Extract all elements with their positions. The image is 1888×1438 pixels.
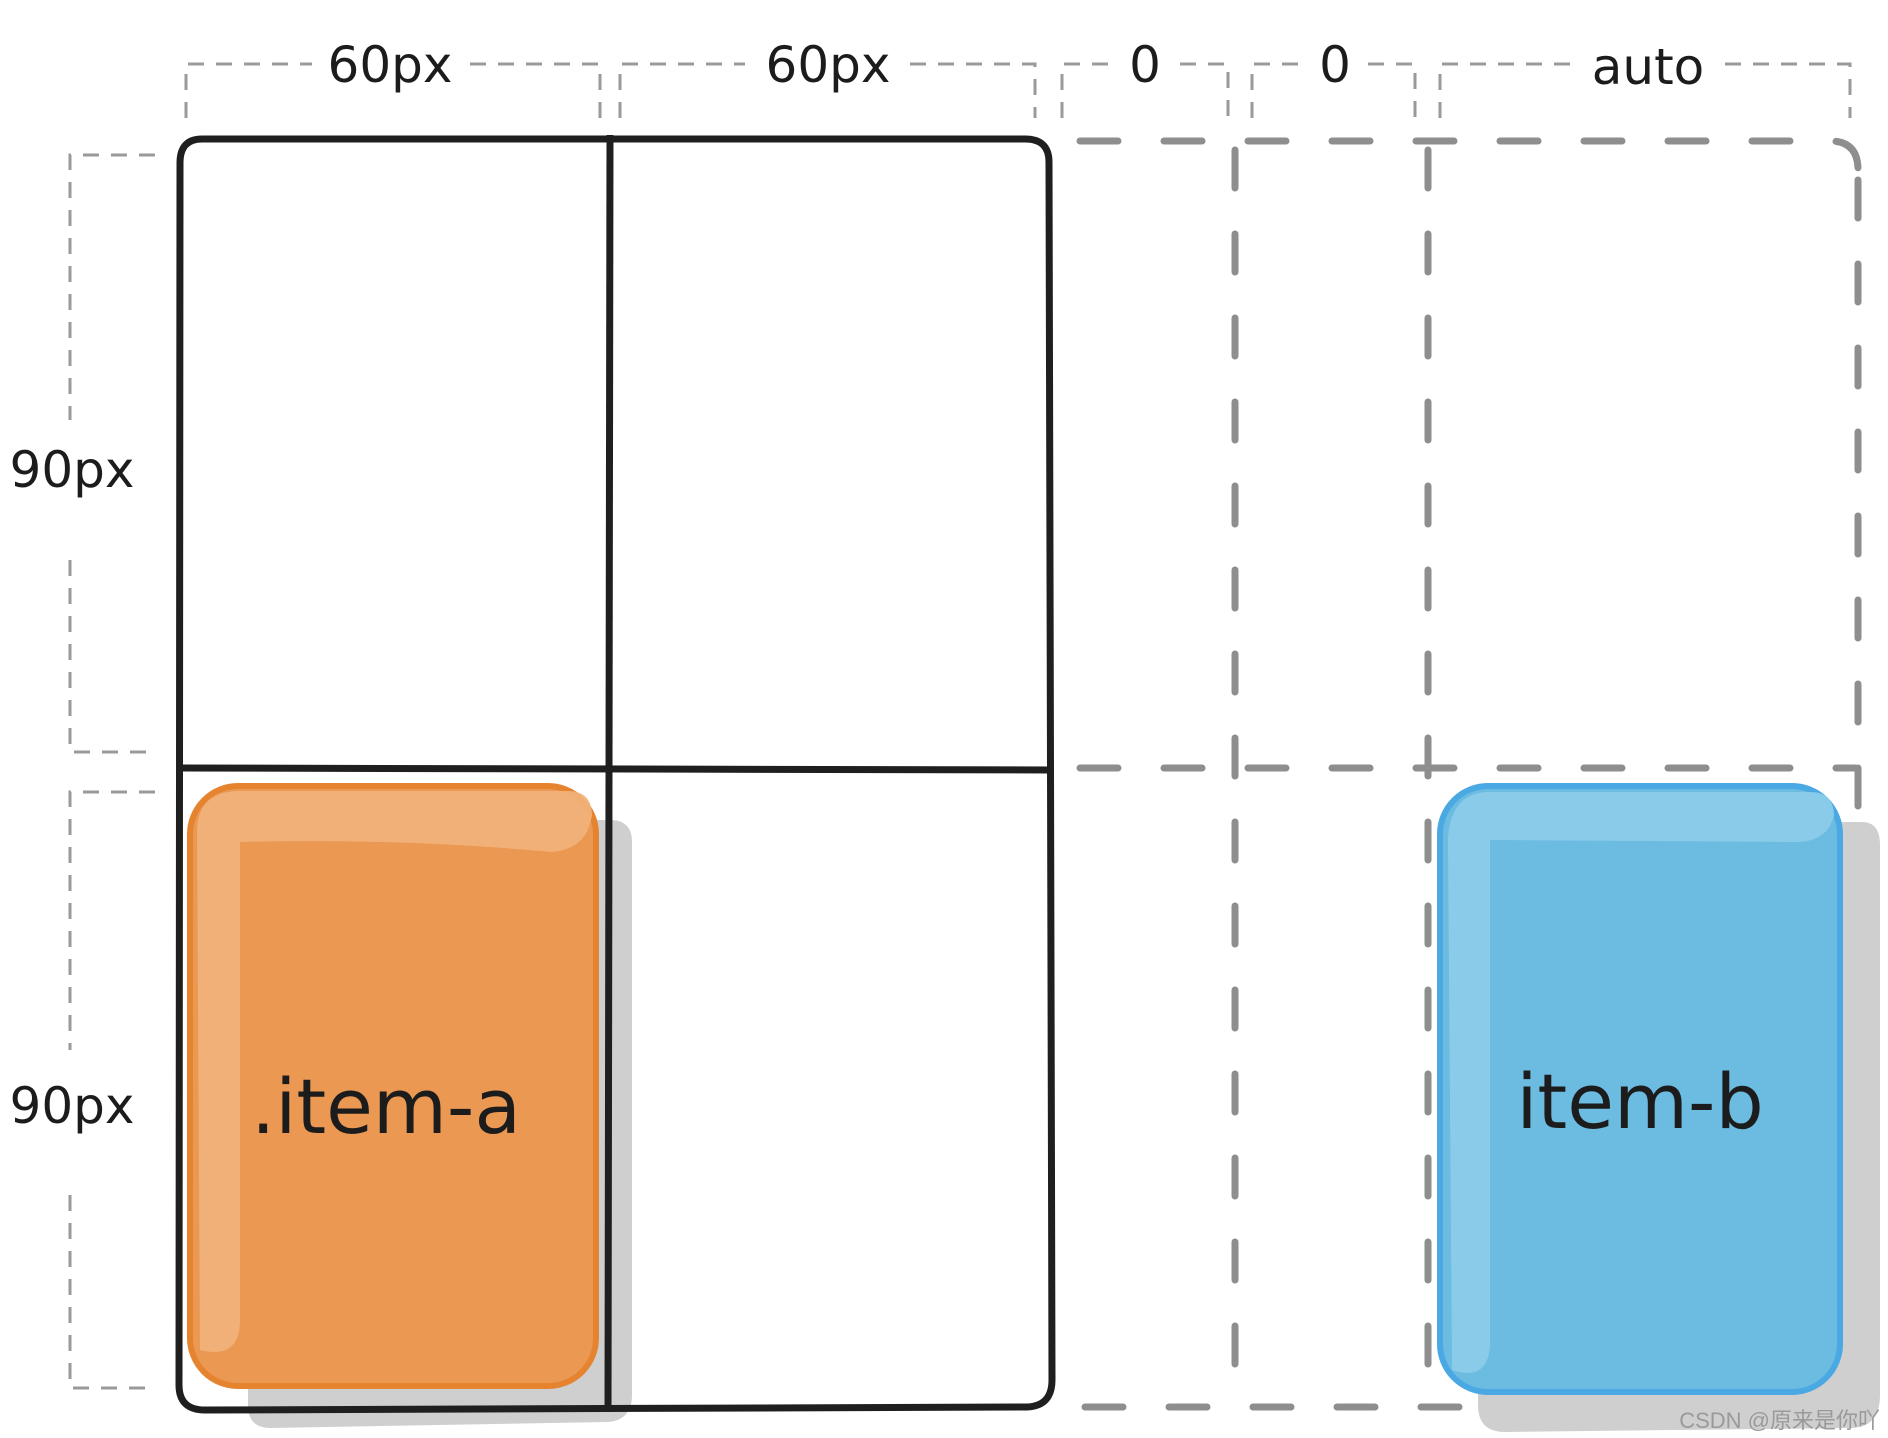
item-a: .item-a <box>187 783 599 1389</box>
item-b-box <box>1437 783 1843 1395</box>
explicit-grid-row-line <box>179 764 1051 774</box>
column-labels: 60px 60px 0 0 auto <box>328 36 1705 96</box>
column-label-2: 60px <box>766 36 891 94</box>
row-labels: 90px 90px <box>10 441 135 1135</box>
item-a-label: .item-a <box>251 1062 521 1151</box>
watermark: CSDN @原来是你吖 <box>1679 1408 1880 1433</box>
item-a-highlight <box>197 791 592 1352</box>
row-dimension-brackets <box>68 153 155 1390</box>
explicit-grid-outline <box>175 135 1056 1414</box>
row-label-1: 90px <box>10 441 135 499</box>
column-label-5: auto <box>1592 38 1705 96</box>
column-dimension-brackets <box>184 62 1852 118</box>
item-b-label: item-b <box>1516 1057 1763 1146</box>
explicit-grid <box>175 134 1056 1414</box>
item-a-box <box>187 783 599 1389</box>
item-b-highlight <box>1448 792 1834 1373</box>
column-label-3: 0 <box>1129 36 1161 94</box>
item-b: item-b <box>1437 783 1843 1395</box>
column-label-4: 0 <box>1319 36 1351 94</box>
explicit-grid-column-line <box>604 134 614 1413</box>
column-label-1: 60px <box>328 36 453 94</box>
implicit-grid-tracks <box>1076 137 1862 1411</box>
row-label-2: 90px <box>10 1077 135 1135</box>
